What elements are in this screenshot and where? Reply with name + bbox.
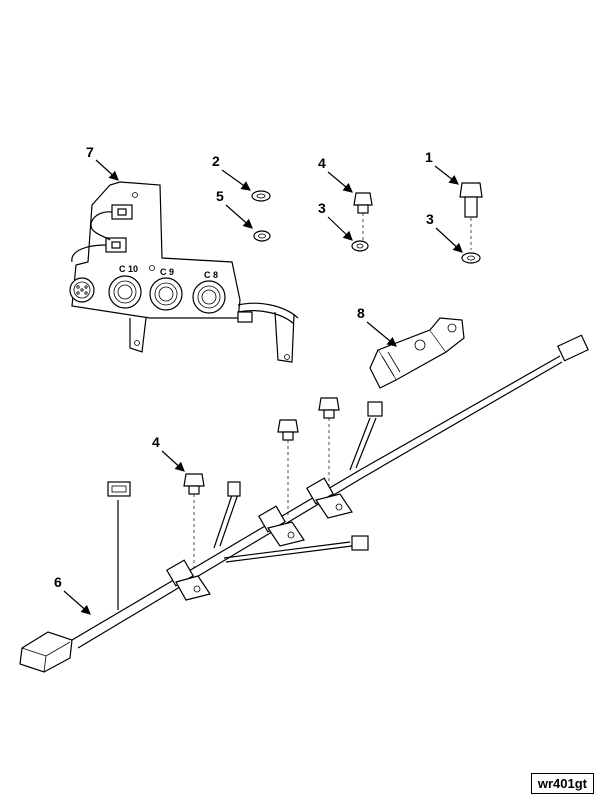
svg-text:2: 2 (212, 153, 220, 169)
callout-4-top: 4 (318, 155, 353, 193)
svg-text:8: 8 (357, 305, 365, 321)
label-c8: C 8 (204, 270, 218, 280)
callout-3-right: 3 (426, 211, 463, 253)
label-c10: C 10 (119, 264, 138, 274)
wiring-harness-item-6 (19, 334, 589, 673)
bolt-item-1 (459, 182, 483, 218)
harness-clip-1 (166, 559, 211, 601)
socket-c8 (192, 280, 226, 314)
callout-3-middle: 3 (318, 200, 353, 241)
callout-2: 2 (212, 153, 251, 191)
washer-item-2 (251, 190, 271, 202)
callout-1: 1 (425, 149, 459, 185)
bolt-harness-right (318, 397, 340, 419)
svg-text:1: 1 (425, 149, 433, 165)
nut-item-3-right (461, 252, 481, 264)
figure-id-label: wr401gt (530, 773, 594, 794)
callout-6: 6 (54, 574, 91, 615)
bolt-item-4-bottom (183, 473, 205, 495)
sensor-item-8 (369, 317, 465, 389)
svg-text:6: 6 (54, 574, 62, 590)
svg-text:4: 4 (152, 434, 160, 450)
callout-8: 8 (357, 305, 397, 347)
callout-4-bottom: 4 (152, 434, 185, 472)
nut-item-3-middle (351, 240, 369, 252)
svg-text:7: 7 (86, 144, 94, 160)
washer-item-5 (253, 230, 271, 242)
svg-text:3: 3 (426, 211, 434, 227)
bolt-harness-middle (277, 419, 299, 441)
callout-5: 5 (216, 188, 253, 229)
svg-text:3: 3 (318, 200, 326, 216)
svg-text:4: 4 (318, 155, 326, 171)
callout-7: 7 (86, 144, 119, 181)
connector-bracket: C 10 C 9 C 8 (69, 181, 299, 363)
harness-clip-3 (306, 477, 353, 519)
socket-c9 (149, 277, 183, 311)
svg-text:5: 5 (216, 188, 224, 204)
label-c9: C 9 (160, 267, 174, 277)
socket-c10 (108, 275, 142, 309)
harness-clip-2 (258, 505, 305, 547)
bolt-item-4-top (353, 192, 373, 214)
